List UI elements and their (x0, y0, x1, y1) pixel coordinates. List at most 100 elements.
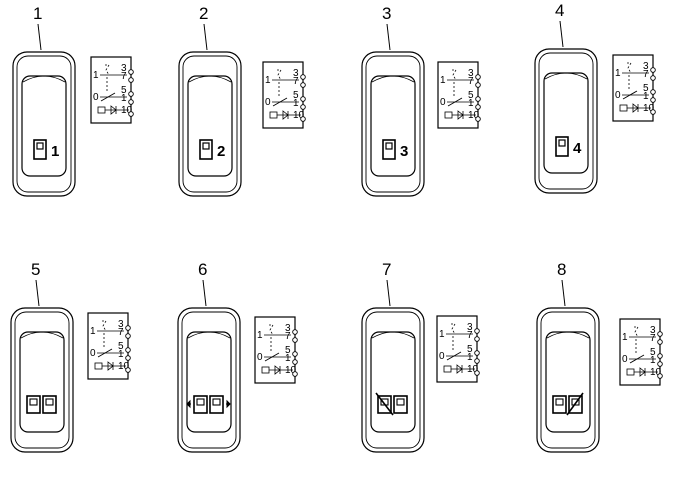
callout-leader (202, 279, 207, 307)
schematic-frame (437, 61, 479, 129)
schematic-position-label: 0 (622, 354, 628, 365)
schematic-lever (622, 90, 638, 100)
schematic-pin-label: 7 (467, 330, 473, 341)
schematic-frame (262, 61, 304, 129)
schematic-pin-label: 10 (468, 110, 480, 121)
schematic-actuator (452, 69, 457, 98)
window-icon-pane (212, 398, 221, 406)
schematic-position-label: 0 (440, 97, 446, 108)
schematic-terminal (300, 82, 306, 88)
schematic-pin-label: 7 (293, 76, 299, 87)
schematic-terminal (292, 337, 298, 343)
window-icon-pane (45, 398, 54, 406)
schematic-pin-label: 5 (285, 345, 291, 356)
schematic-terminal (292, 371, 298, 377)
schematic-pin-label: 5 (468, 90, 474, 101)
schematic-terminal (657, 373, 663, 379)
schematic-pin-label: 10 (650, 367, 662, 378)
rocker-highlight (371, 331, 415, 339)
schematic-pin-label: 3 (468, 68, 474, 79)
schematic-terminal (474, 328, 480, 334)
switch-bezel (178, 51, 242, 197)
schematic-lamp-icon (269, 111, 278, 119)
callout-leader (561, 279, 566, 307)
schematic-terminal (475, 82, 481, 88)
schematic-terminal (475, 74, 481, 80)
switch-bezel-inner (14, 311, 70, 449)
window-icon (209, 395, 224, 414)
schematic-terminal (650, 67, 656, 73)
switch-6: 6 (177, 260, 241, 453)
rocker-face (370, 331, 416, 433)
schematic-actuator (269, 324, 274, 353)
window-icon-pane (385, 142, 393, 150)
schematic-terminal (300, 116, 306, 122)
schematic-lamp-icon (626, 368, 635, 376)
rocker-face (187, 75, 233, 177)
schematic-terminal (128, 77, 134, 83)
rocker-highlight (187, 331, 231, 339)
schematic-terminal (300, 74, 306, 80)
schematic-terminal (300, 104, 306, 110)
switch-bezel-inner (181, 311, 237, 449)
schematic-position-label: 0 (93, 92, 99, 103)
schematic-pin-label: 1 (650, 355, 656, 366)
schematic-position-label: 0 (439, 351, 445, 362)
schematic-lamp-icon (94, 362, 103, 370)
rocker-highlight (546, 331, 590, 339)
rocker-face (186, 331, 232, 433)
schematic-pin-label: 3 (285, 323, 291, 334)
switch-bezel (361, 307, 425, 453)
schematic-terminal (128, 69, 134, 75)
schematic-pin-label: 3 (650, 325, 656, 336)
schematic-position-label: 1 (622, 332, 628, 343)
switch-bezel (534, 48, 598, 194)
arrow-left-icon (186, 399, 191, 409)
window-icon-pane (558, 139, 566, 147)
schematic-pin-label: 3 (467, 322, 473, 333)
schematic-frame (87, 312, 129, 380)
switch-bezel-inner (365, 311, 421, 449)
schematic-pin-label: 1 (121, 93, 127, 104)
window-icon (33, 139, 47, 160)
switch-3: 33 (361, 4, 425, 197)
schematic-terminal (474, 350, 480, 356)
schematic-terminal (650, 109, 656, 115)
schematic-lamp-icon (444, 111, 453, 119)
switch-7: 7 (361, 260, 425, 453)
schematic-actuator (627, 62, 632, 91)
schematic-lever (97, 348, 113, 358)
lockout-slash-icon (566, 392, 584, 416)
switch-2: 22 (178, 4, 242, 197)
schematic-lever (447, 97, 463, 107)
schematic-terminal (292, 329, 298, 335)
schematic-pin-label: 7 (285, 331, 291, 342)
callout-number: 2 (199, 4, 208, 23)
schematic-pin-label: 10 (467, 364, 479, 375)
schematic-frame (254, 316, 296, 384)
schematic-diode-icon (634, 367, 658, 377)
schematic-terminal (650, 97, 656, 103)
window-number-label: 2 (217, 143, 225, 160)
callout-number: 8 (557, 260, 566, 279)
schematic-terminal (657, 339, 663, 345)
schematic-terminal (300, 96, 306, 102)
schematic-position-label: 1 (90, 326, 96, 337)
callout-number: 6 (198, 260, 207, 279)
rocker-face (543, 72, 589, 174)
rocker-face (370, 75, 416, 177)
window-icon (552, 395, 567, 414)
callout-number: 3 (382, 4, 391, 23)
window-icon (26, 395, 41, 414)
schematic-frame (90, 56, 132, 124)
switch-bezel-inner (365, 55, 421, 193)
schematic-pin-label: 3 (121, 63, 127, 74)
switch-bezel (12, 51, 76, 197)
window-icon-pane (29, 398, 38, 406)
schematic-terminal (125, 355, 131, 361)
